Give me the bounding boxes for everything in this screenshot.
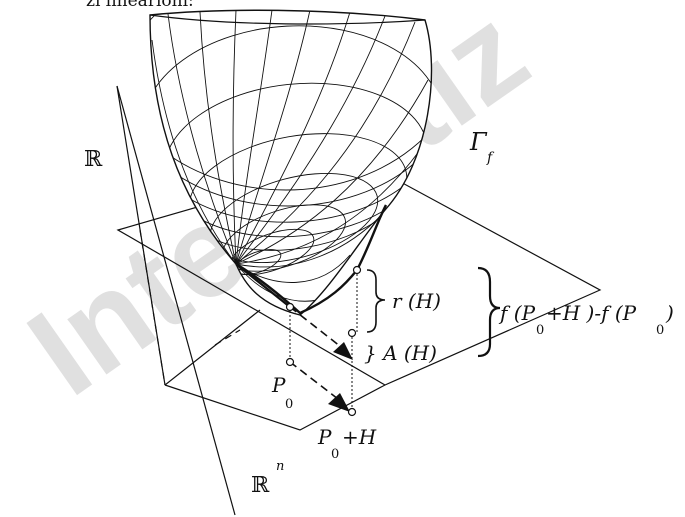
remainder-brace xyxy=(366,269,386,333)
graph-label: Γ xyxy=(469,128,488,156)
increment-label-a-sub: 0 xyxy=(536,323,544,338)
tangent-dashed-line xyxy=(289,306,346,351)
point-p0h xyxy=(347,407,357,417)
vertical-dotted-lines xyxy=(289,270,358,412)
surface-rim xyxy=(149,14,426,25)
domain-space-exponent: n xyxy=(276,459,284,474)
p0-label: P xyxy=(271,373,286,397)
linear-part-label: } A (H) xyxy=(364,341,437,365)
domain-plane xyxy=(164,309,386,431)
point-graph-p0h xyxy=(352,265,362,275)
surface-outline xyxy=(149,9,433,316)
point-graph-p0 xyxy=(285,302,295,312)
real-axis-label: ℝ xyxy=(84,147,103,172)
point-tangent-p0h xyxy=(347,328,357,338)
increment-label-a: f (P xyxy=(498,301,536,325)
increment-label-b: +H )-f (P xyxy=(546,301,637,325)
increment-arrow xyxy=(328,393,350,412)
p0h-label: P xyxy=(317,425,332,449)
increment-dashed-line xyxy=(289,361,343,403)
increment-label-c: ) xyxy=(665,301,674,325)
tangent-arrow xyxy=(333,342,353,360)
graph-surface xyxy=(149,9,433,316)
p0h-label-tail: +H xyxy=(342,425,377,449)
section-curve xyxy=(235,204,388,315)
increment-brace xyxy=(477,266,501,358)
header-text: zi linearioni: xyxy=(86,0,194,11)
remainder-label: r (H) xyxy=(392,289,441,313)
point-p0 xyxy=(285,357,295,367)
tangent-direction-line xyxy=(235,263,291,308)
domain-boundary-line xyxy=(116,85,236,516)
hidden-lines xyxy=(139,229,241,386)
domain-space-label: ℝ xyxy=(251,473,270,498)
graph-label-sub: f xyxy=(486,150,495,166)
p0-label-sub: 0 xyxy=(285,397,293,412)
p0h-label-sub: 0 xyxy=(331,447,339,462)
increment-label-b-sub: 0 xyxy=(656,323,664,338)
